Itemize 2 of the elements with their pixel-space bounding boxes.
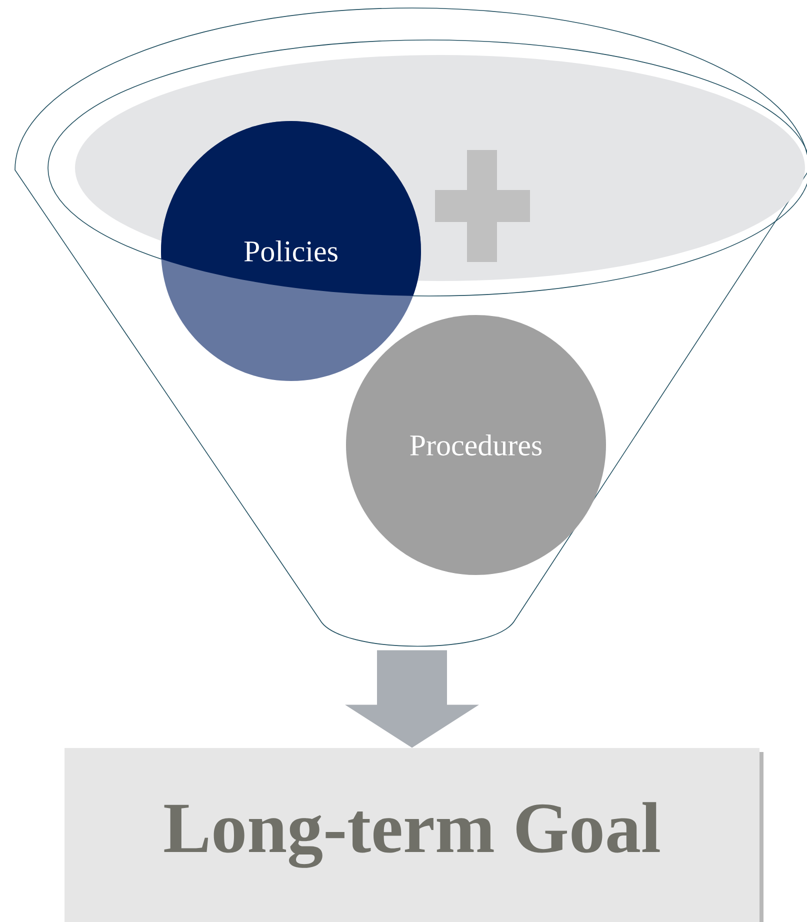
goal-box: Long-term Goal [64,748,764,922]
arrow [345,650,479,748]
